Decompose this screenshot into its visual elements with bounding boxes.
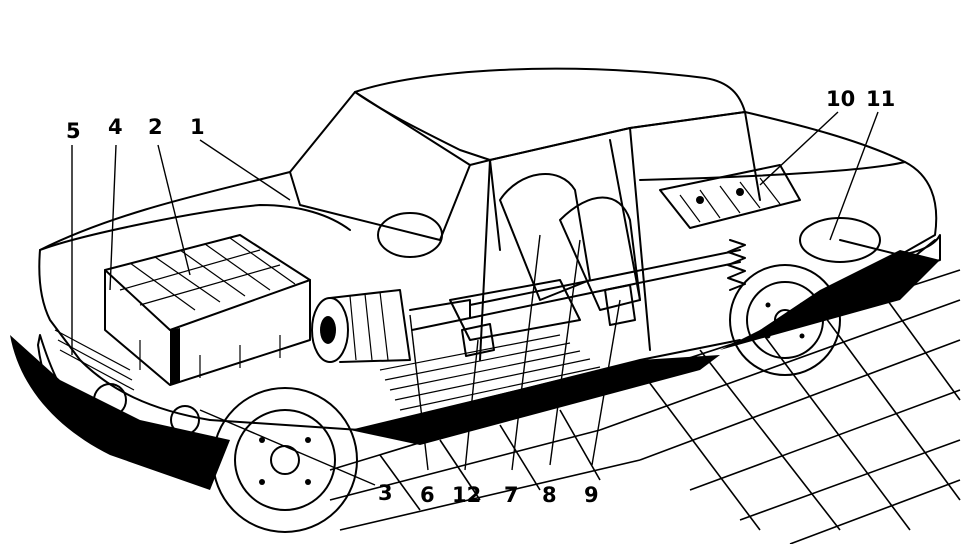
belly-shadow	[350, 355, 720, 445]
callout-6: 6	[420, 483, 435, 507]
front-wheel	[212, 387, 358, 533]
floor-hatching	[379, 334, 601, 411]
battery-packs	[104, 234, 311, 386]
electric-motor	[311, 289, 471, 363]
callout-9: 9	[584, 483, 599, 507]
rear-controller	[659, 164, 801, 229]
callout-12: 12	[452, 483, 481, 507]
callout-4: 4	[108, 115, 123, 139]
spare-wheel	[799, 217, 881, 263]
leader-lines	[71, 111, 879, 486]
rear-wheel	[729, 264, 841, 376]
callout-5: 5	[66, 119, 81, 143]
callout-8: 8	[542, 483, 557, 507]
callout-2: 2	[148, 115, 163, 139]
callout-1: 1	[190, 115, 205, 139]
rear-shadow	[720, 250, 940, 350]
control-unit	[461, 323, 495, 357]
callout-3: 3	[378, 481, 393, 505]
seats	[449, 173, 641, 341]
callouts: 1 2 3 4 5 6 7 8 9 10 11 12	[66, 87, 895, 507]
rear-spring	[727, 239, 746, 291]
callout-10: 10	[826, 87, 855, 111]
callout-11: 11	[866, 87, 895, 111]
steering-wheel	[377, 212, 443, 258]
aux-battery	[604, 284, 636, 326]
callout-7: 7	[504, 483, 519, 507]
